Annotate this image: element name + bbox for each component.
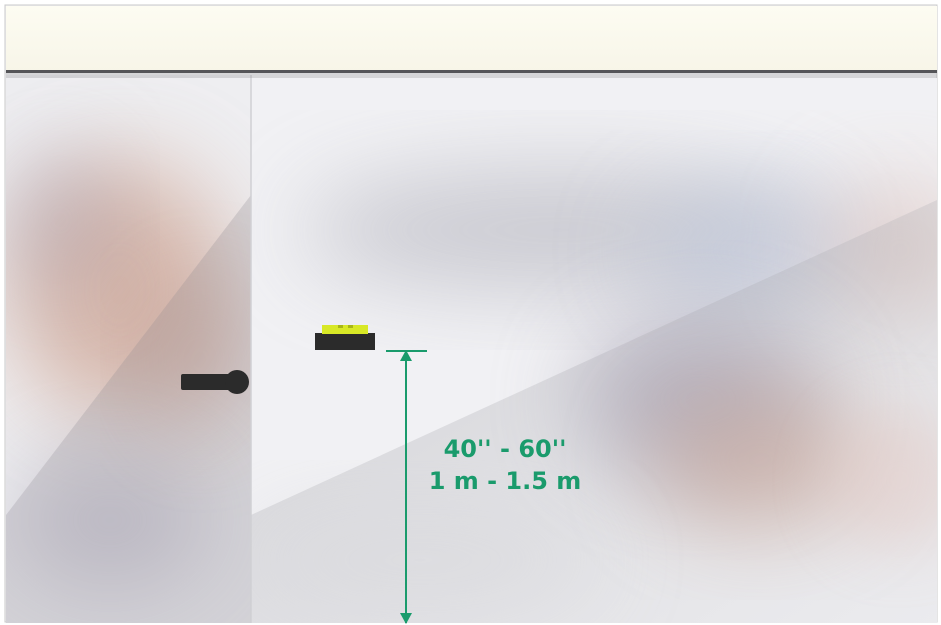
wall-mounted-sensor-icon	[315, 325, 375, 350]
ceiling-band	[6, 6, 937, 72]
wall	[251, 78, 937, 623]
ceiling-edge	[6, 70, 937, 73]
height-label-imperial: 40'' - 60''	[443, 435, 567, 463]
height-measurement-line	[386, 350, 427, 624]
door-handle-icon	[181, 370, 249, 394]
door	[6, 75, 251, 623]
height-label-metric: 1 m - 1.5 m	[428, 467, 582, 495]
